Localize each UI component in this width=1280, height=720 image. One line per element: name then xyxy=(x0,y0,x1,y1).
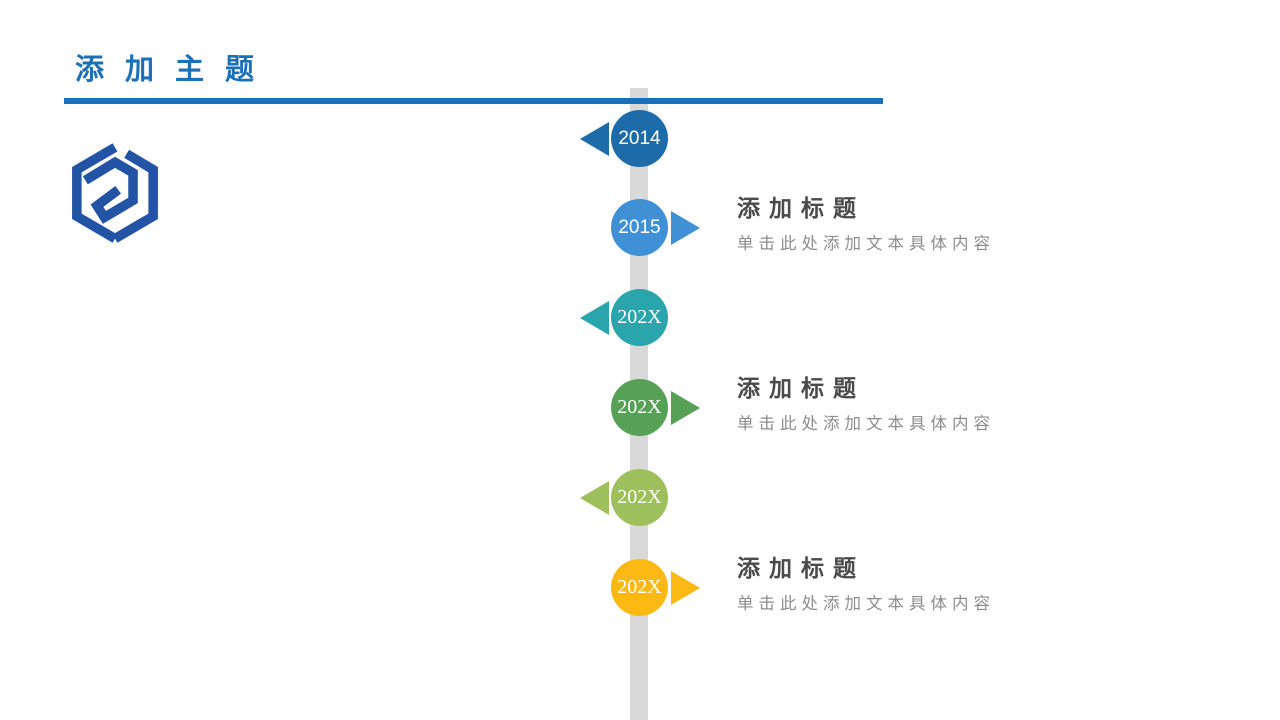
milestone-title[interactable]: 添加标题 xyxy=(737,376,865,401)
year-label: 202X xyxy=(617,576,662,598)
title-underline xyxy=(64,98,883,104)
timeline-milestone: 202X 添加标题 单击此处添加文本具体内容 xyxy=(0,556,1280,617)
milestone-text: 添加标题 单击此处添加文本具体内容 xyxy=(737,553,995,616)
milestone-text: 添加标题 单击此处添加文本具体内容 xyxy=(737,373,995,436)
year-badge[interactable]: 2014 xyxy=(611,110,668,167)
hexagon-knot-icon xyxy=(72,143,158,243)
direction-arrow-icon xyxy=(580,122,609,156)
milestone-desc[interactable]: 单击此处添加文本具体内容 xyxy=(737,594,995,613)
year-badge[interactable]: 2015 xyxy=(611,199,668,256)
year-badge[interactable]: 202X xyxy=(611,379,668,436)
year-badge[interactable]: 202X xyxy=(611,559,668,616)
year-badge[interactable]: 202X xyxy=(611,289,668,346)
year-label: 2015 xyxy=(618,216,661,238)
timeline-milestone: 202X 添加标题 单击此处添加文本具体内容 xyxy=(0,376,1280,437)
timeline-milestone: 2014 xyxy=(0,110,1280,168)
year-label: 202X xyxy=(617,486,662,508)
direction-arrow-icon xyxy=(580,481,609,515)
year-label: 202X xyxy=(617,396,662,418)
timeline-milestone: 2015 添加标题 单击此处添加文本具体内容 xyxy=(0,196,1280,257)
milestone-title[interactable]: 添加标题 xyxy=(737,196,865,221)
milestone-title[interactable]: 添加标题 xyxy=(737,556,865,581)
page-title[interactable]: 添加主题 xyxy=(75,54,276,86)
milestone-desc[interactable]: 单击此处添加文本具体内容 xyxy=(737,414,995,433)
company-logo xyxy=(62,138,168,248)
milestone-desc[interactable]: 单击此处添加文本具体内容 xyxy=(737,234,995,253)
timeline-milestone: 202X xyxy=(0,289,1280,347)
timeline-milestone: 202X xyxy=(0,469,1280,527)
direction-arrow-icon xyxy=(671,571,700,605)
direction-arrow-icon xyxy=(671,211,700,245)
direction-arrow-icon xyxy=(671,391,700,425)
year-badge[interactable]: 202X xyxy=(611,469,668,526)
milestone-text: 添加标题 单击此处添加文本具体内容 xyxy=(737,193,995,256)
direction-arrow-icon xyxy=(580,301,609,335)
year-label: 2014 xyxy=(618,127,661,149)
year-label: 202X xyxy=(617,306,662,328)
